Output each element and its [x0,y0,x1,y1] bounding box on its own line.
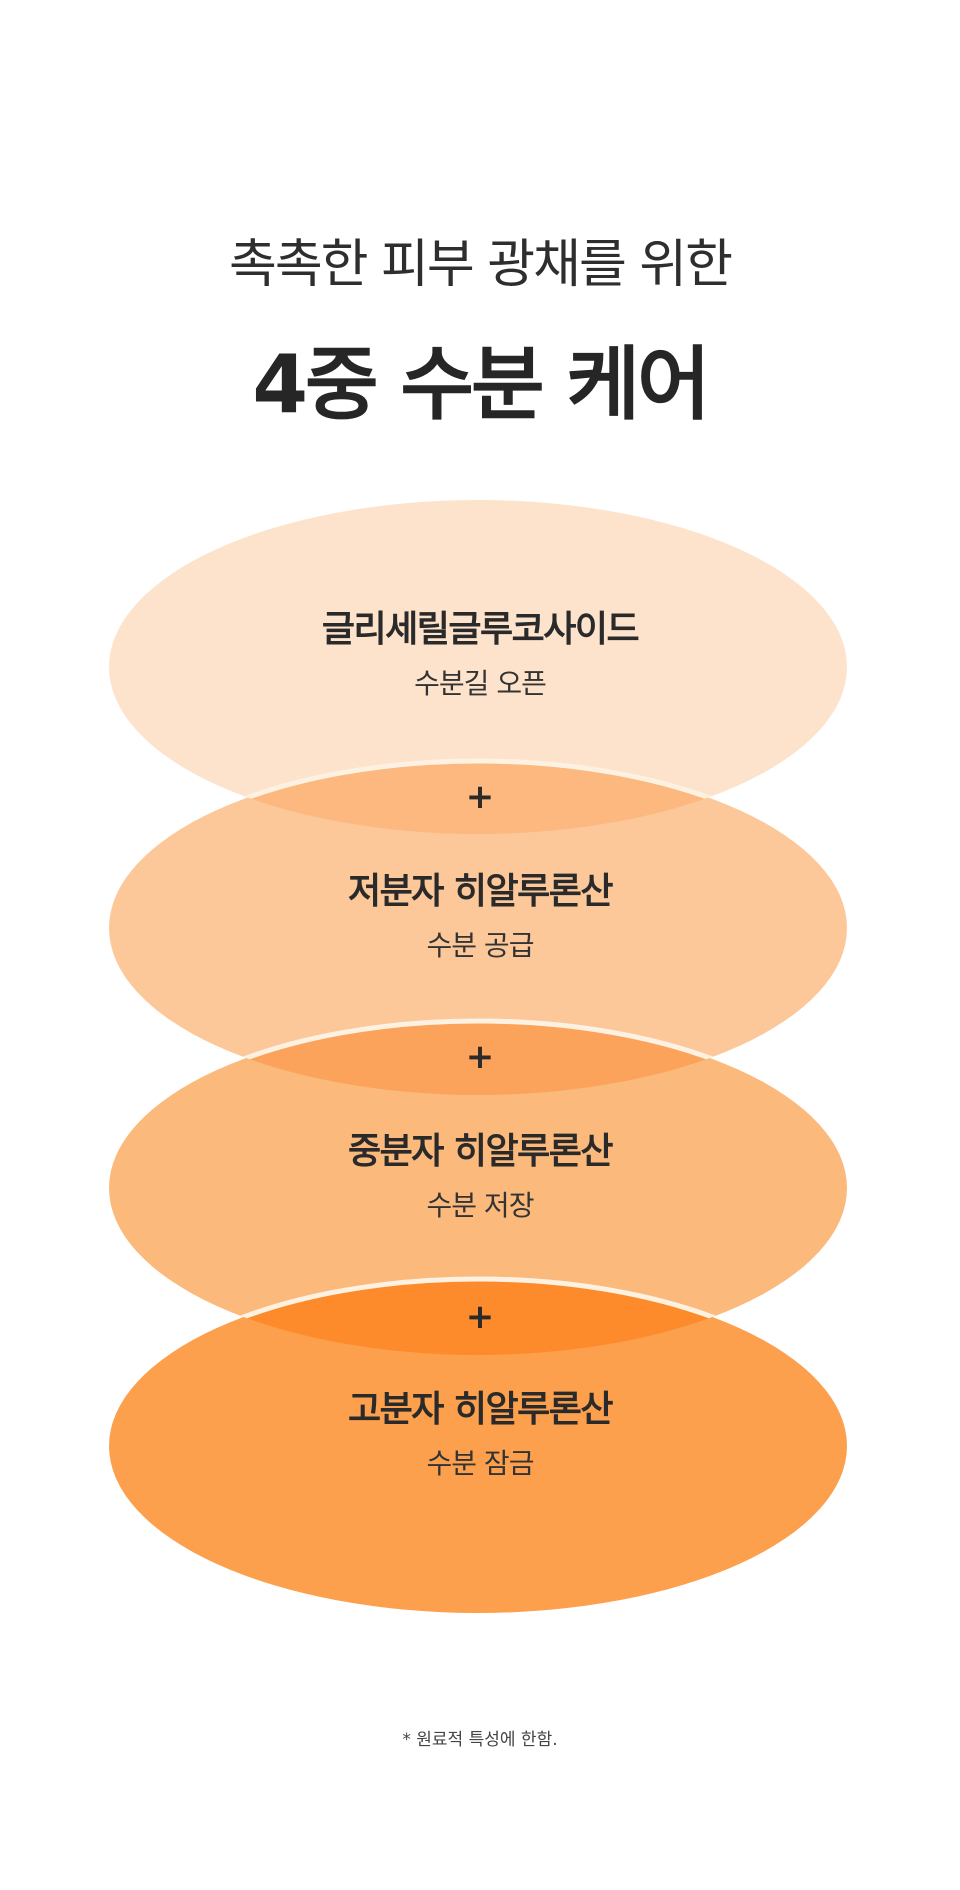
layer-3-ellipse [109,1021,847,1355]
layer-4-ellipse [109,1279,847,1613]
layer-1-subtitle: 수분길 오픈 [414,667,547,700]
overlap-region [109,1018,847,1095]
plus-icon: + [465,1037,495,1077]
layer-2-subtitle: 수분 공급 [426,929,535,962]
layer-4-subtitle: 수분 잠금 [426,1447,535,1480]
overlap-region [109,758,847,834]
layer-3-subtitle: 수분 저장 [426,1189,535,1222]
overlap-region [109,1276,847,1355]
layer-1-title: 글리세릴글루코사이드 [321,609,640,650]
layer-2-title: 저분자 히알루론산 [348,871,614,912]
heading-line2: 4중 수분 케어 [252,338,710,431]
footnote: * 원료적 특성에 한함. [402,1730,558,1750]
layer-2-ellipse [109,761,847,1095]
plus-icon: + [465,777,495,817]
layer-3-title: 중분자 히알루론산 [348,1131,614,1172]
heading-line1: 촉촉한 피부 광채를 위한 [229,235,733,295]
plus-icon: + [465,1297,495,1337]
layer-4-title: 고분자 히알루론산 [348,1389,614,1430]
layer-1-ellipse [109,500,847,834]
